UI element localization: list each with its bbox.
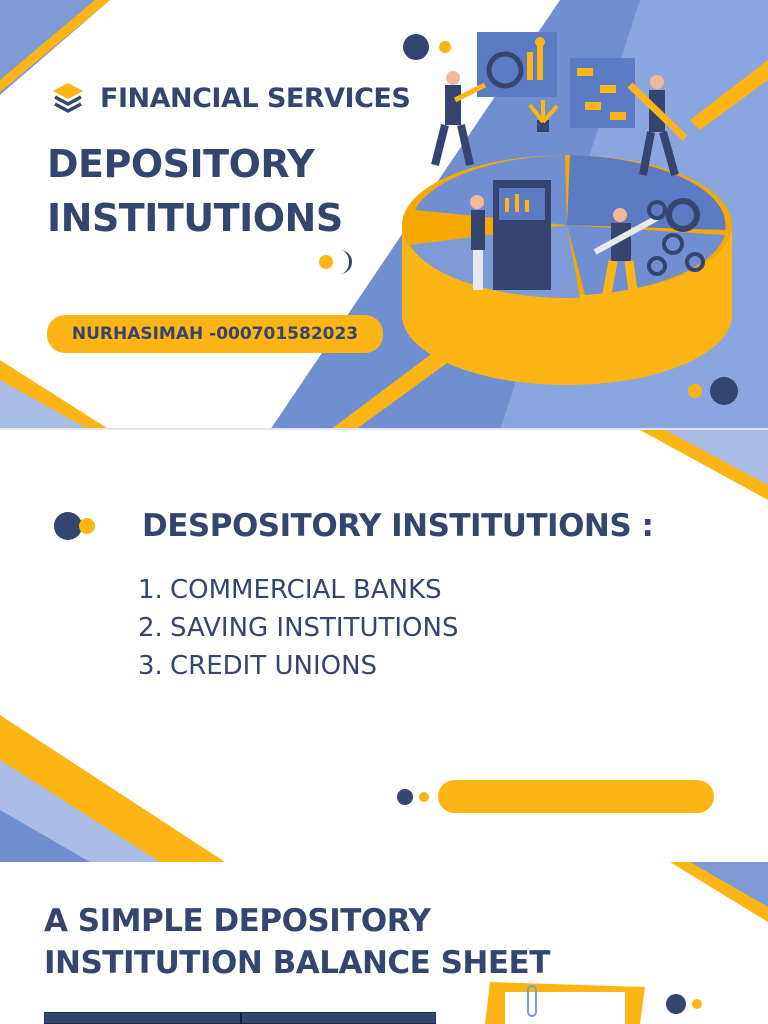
list-item-number: 1. (138, 575, 163, 605)
list-heading: DESPOSITORY INSTITUTIONS : (142, 508, 654, 544)
list-item-label: SAVING INSTITUTIONS (170, 613, 459, 643)
decorative-pill (438, 780, 714, 813)
slide3-title: A SIMPLE DEPOSITORY INSTITUTION BALANCE … (44, 900, 550, 984)
balance-sheet-table-header (44, 1012, 436, 1024)
title-line-2: INSTITUTION BALANCE SHEET (44, 945, 550, 981)
balance-sheet-slide: A SIMPLE DEPOSITORY INSTITUTION BALANCE … (0, 862, 768, 1024)
author-label: NURHASIMAH -000701582023 (71, 324, 359, 344)
author-badge: NURHASIMAH -000701582023 (47, 315, 383, 353)
title-line-1: DEPOSITORY (47, 142, 315, 186)
list-slide: DESPOSITORY INSTITUTIONS : 1.COMMERCIAL … (0, 430, 768, 862)
table-column-divider (240, 1013, 242, 1024)
slide1-title: DEPOSITORY INSTITUTIONS (47, 140, 343, 242)
list-item-label: COMMERCIAL BANKS (170, 575, 442, 605)
category-label: FINANCIAL SERVICES (100, 82, 411, 114)
list-item-number: 3. (138, 651, 163, 681)
list-item-number: 2. (138, 613, 163, 643)
layers-icon (53, 83, 83, 113)
dots-decoration-bottom (688, 377, 738, 405)
dots-decoration (397, 789, 429, 805)
title-line-2: INSTITUTIONS (47, 196, 343, 240)
business-team-illustration (402, 32, 732, 385)
category-header: FINANCIAL SERVICES (50, 80, 411, 116)
list-item: 2.SAVING INSTITUTIONS (138, 609, 458, 647)
half-moon-bullet-icon (54, 512, 95, 540)
list-item: 1.COMMERCIAL BANKS (138, 571, 458, 609)
slide3-background-shapes (485, 862, 768, 1024)
dots-decoration-top (403, 34, 451, 60)
half-moon-decoration (319, 250, 352, 274)
institution-list: 1.COMMERCIAL BANKS 2.SAVING INSTITUTIONS… (138, 571, 458, 685)
title-line-1: A SIMPLE DEPOSITORY (44, 903, 431, 939)
list-item: 3.CREDIT UNIONS (138, 647, 458, 685)
list-item-label: CREDIT UNIONS (170, 651, 378, 681)
title-slide: FINANCIAL SERVICES DEPOSITORY INSTITUTIO… (0, 0, 768, 430)
slide2-background-shapes (0, 430, 768, 862)
